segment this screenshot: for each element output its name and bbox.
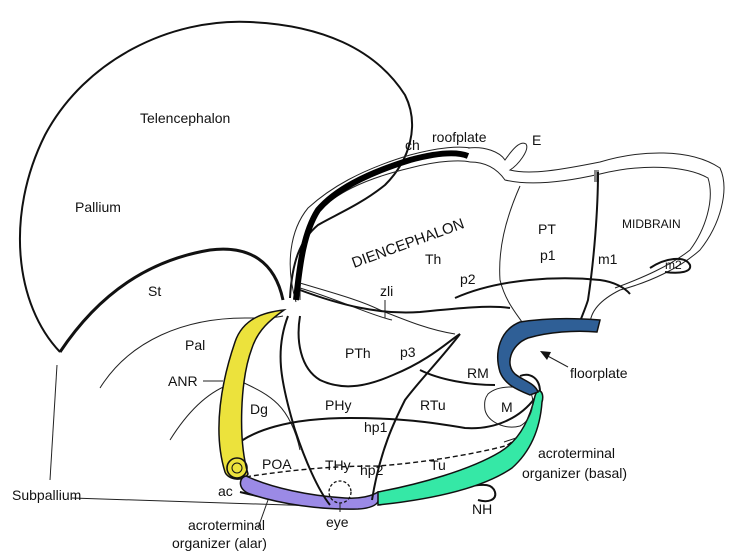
phy-hp1-boundary — [279, 315, 331, 506]
acro-alar-leader — [257, 499, 269, 529]
label-subpallium: Subpallium — [12, 487, 81, 503]
pallium-subpallium-boundary — [58, 247, 285, 353]
ch-roof-thickening — [293, 150, 470, 301]
p1-horizontal-boundary — [454, 277, 631, 299]
anr-band — [218, 308, 287, 480]
ac-commissure-inner — [231, 462, 243, 474]
label-eye: eye — [326, 514, 349, 530]
telencephalon-outline — [18, 20, 413, 353]
label-midbrain: MIDBRAIN — [622, 217, 681, 231]
label-pallium: Pallium — [75, 199, 121, 215]
label-pt: PT — [538, 221, 556, 237]
floorplate-arrowhead — [540, 351, 551, 360]
label-p1: p1 — [540, 247, 556, 263]
rm-rtu-boundary — [419, 369, 496, 386]
label-ch: ch — [405, 137, 420, 153]
acroterminal-dashed-line — [237, 399, 536, 479]
acro-basal-leader — [503, 437, 517, 443]
label-thy: THy — [325, 457, 351, 473]
label-pth: PTh — [345, 345, 371, 361]
label-diencephalon: DIENCEPHALON — [350, 215, 467, 271]
ventricle-bottom-curve — [229, 397, 536, 451]
roofplate-outline — [467, 142, 725, 326]
label-ac: ac — [218, 483, 233, 499]
label-floorplate: floorplate — [570, 365, 628, 381]
hp1-rtu-boundary — [371, 333, 461, 501]
label-anr: ANR — [168, 373, 198, 389]
label-rm: RM — [467, 365, 489, 381]
floorplate-band — [497, 317, 601, 396]
label-m2: m2 — [665, 258, 682, 272]
label-st: St — [148, 283, 161, 299]
label-acro-alar-1: acroterminal — [188, 517, 265, 533]
label-nh: NH — [472, 501, 492, 517]
label-tu: Tu — [430, 457, 446, 473]
label-hp1: hp1 — [364, 419, 388, 435]
subpallium-leader-1 — [49, 364, 58, 481]
label-th: Th — [425, 251, 441, 267]
label-roofplate: roofplate — [432, 129, 487, 145]
label-p2: p2 — [460, 271, 476, 287]
label-m: M — [501, 399, 513, 415]
label-poa: POA — [262, 456, 292, 472]
nh-lobe-outline — [469, 483, 497, 503]
label-zli: zli — [380, 283, 393, 299]
label-p3: p3 — [400, 344, 416, 360]
subpallium-leader-2 — [71, 497, 319, 507]
ac-commissure — [226, 457, 248, 479]
p1-m1-boundary — [577, 171, 599, 329]
label-dg: Dg — [250, 401, 268, 417]
label-acro-basal-1: acroterminal — [538, 445, 615, 461]
label-e: E — [532, 132, 541, 148]
label-phy: PHy — [325, 397, 351, 413]
label-m1: m1 — [598, 251, 618, 267]
acroterminal-basal-band — [377, 390, 544, 506]
label-acro-basal-2: organizer (basal) — [522, 465, 627, 481]
label-acro-alar-2: organizer (alar) — [172, 535, 267, 551]
label-pal: Pal — [185, 337, 205, 353]
th-lower-boundary — [299, 289, 511, 314]
zli-boundary — [299, 282, 456, 335]
m2-loop — [649, 257, 692, 274]
roofplate-inner — [469, 161, 711, 289]
m1-m2-marker — [594, 170, 599, 182]
pth-boundary — [297, 315, 461, 388]
diencephalon-inner-outline — [289, 146, 471, 303]
p1-p2-boundary — [499, 185, 523, 323]
label-hp2: hp2 — [360, 462, 384, 478]
label-rtu: RTu — [420, 397, 446, 413]
label-telencephalon: Telencephalon — [140, 110, 230, 126]
acroterminal-alar-band — [239, 475, 380, 510]
